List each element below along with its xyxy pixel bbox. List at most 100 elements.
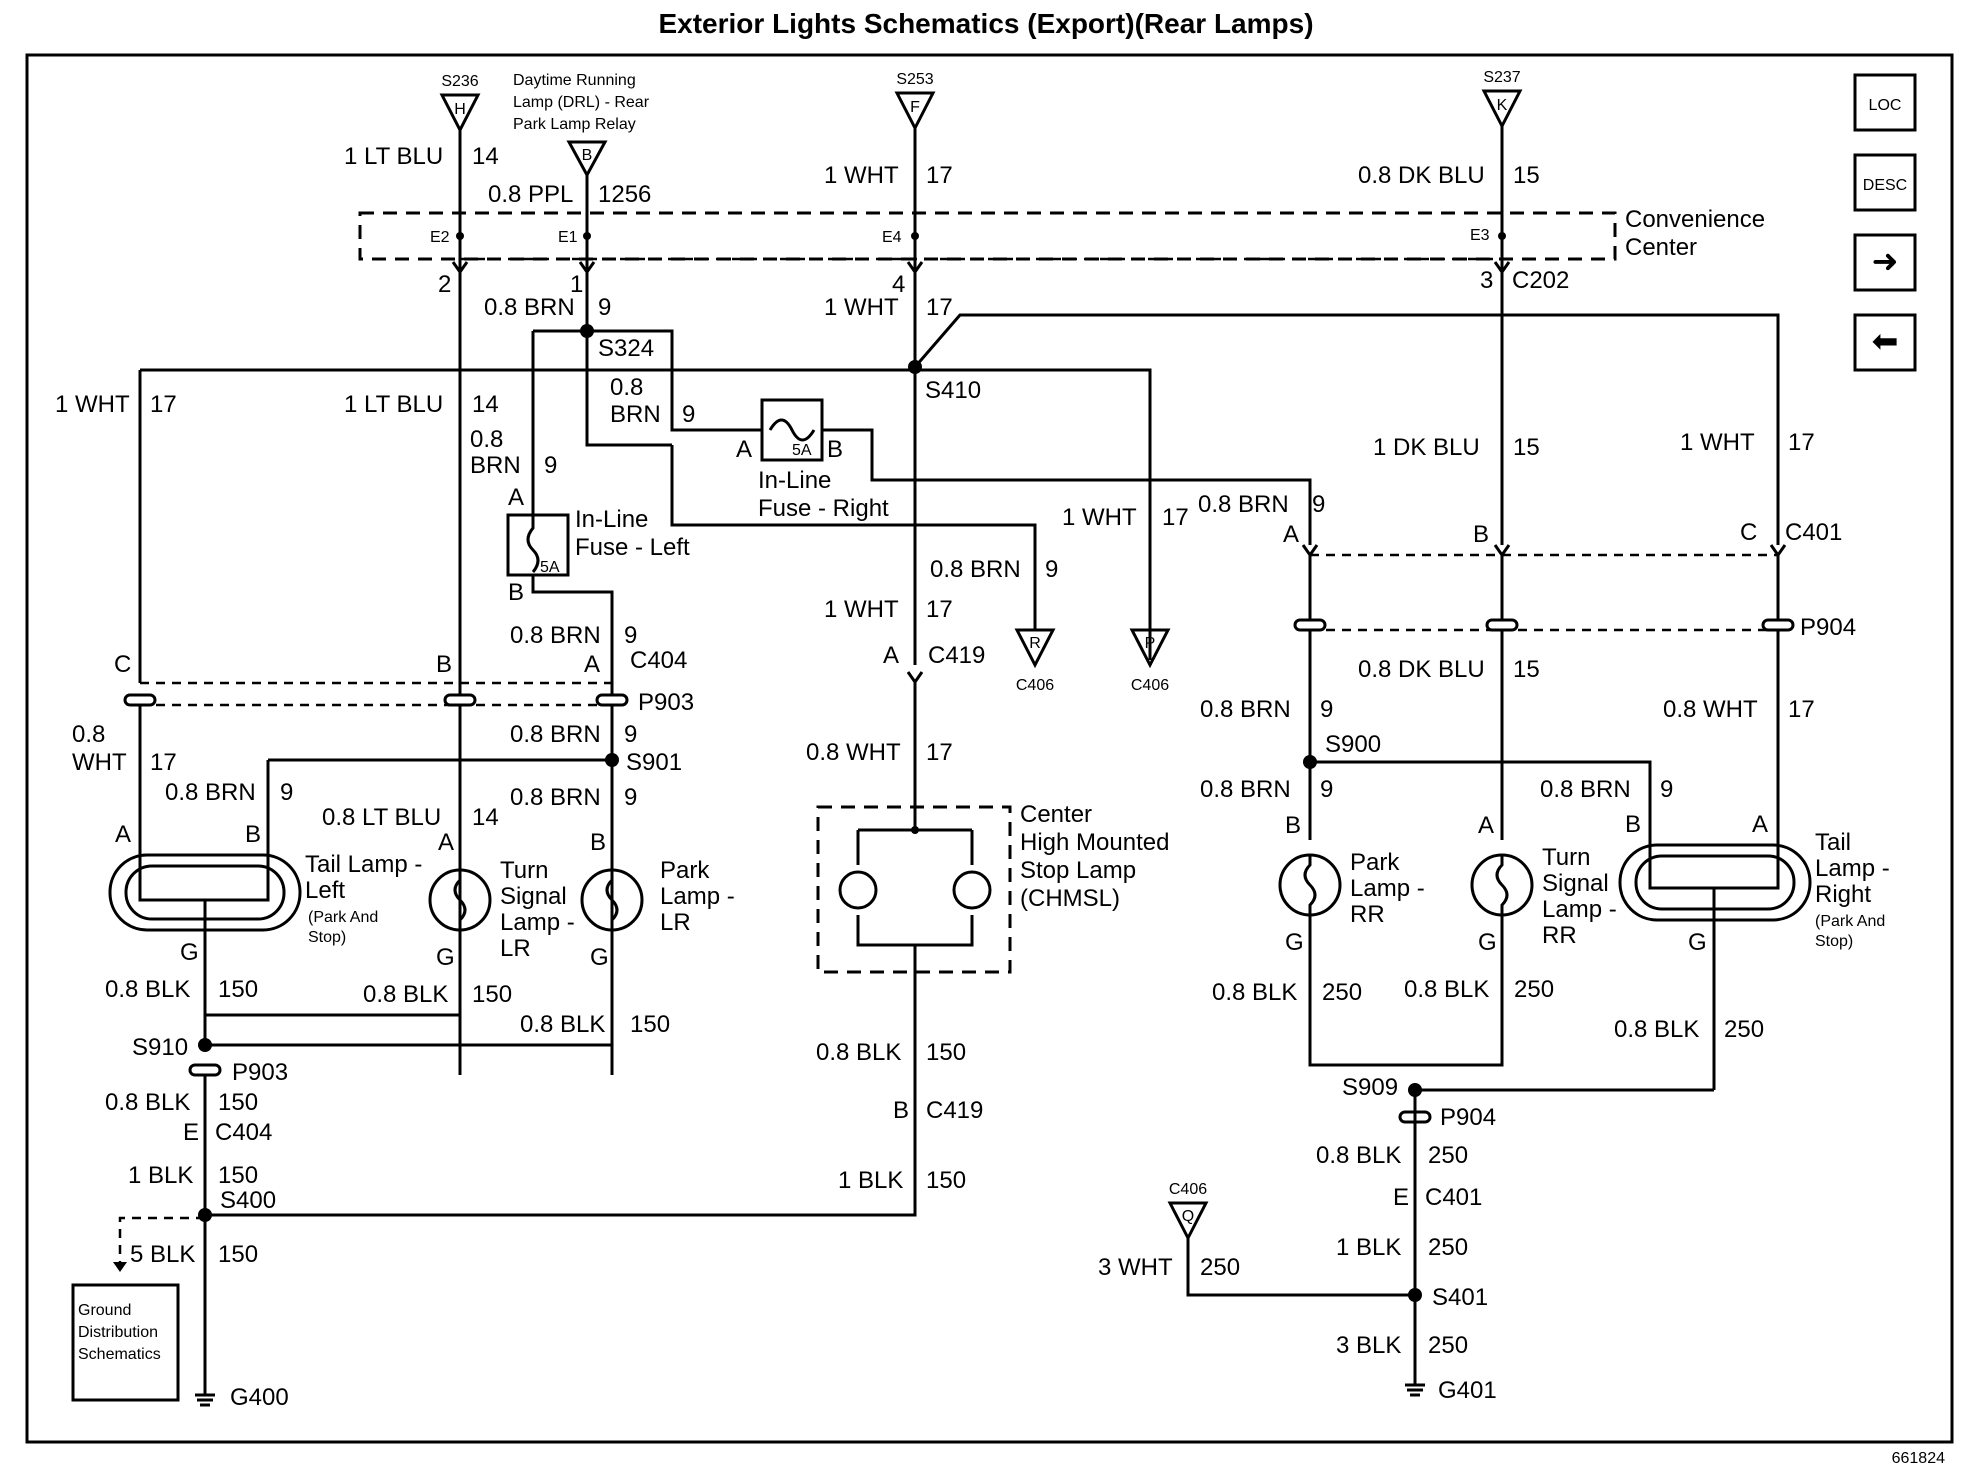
- svg-text:Q: Q: [1182, 1208, 1194, 1225]
- svg-text:Distribution: Distribution: [78, 1324, 158, 1341]
- svg-text:C419: C419: [928, 642, 985, 669]
- svg-text:A: A: [508, 484, 524, 511]
- svg-text:S901: S901: [626, 749, 682, 776]
- svg-text:1 LT BLU: 1 LT BLU: [344, 143, 443, 170]
- svg-text:9: 9: [624, 784, 637, 811]
- prev-page-button[interactable]: ⬅: [1853, 313, 1917, 372]
- svg-text:0.8: 0.8: [470, 426, 503, 453]
- svg-text:G400: G400: [230, 1384, 289, 1411]
- drl-relay-label-3: Park Lamp Relay: [513, 116, 636, 133]
- svg-text:0.8: 0.8: [610, 374, 643, 401]
- svg-text:9: 9: [1312, 491, 1325, 518]
- diagram-border: [25, 53, 1954, 1444]
- svg-text:9: 9: [544, 452, 557, 479]
- svg-text:250: 250: [1428, 1142, 1468, 1169]
- s236-label: S236: [441, 73, 478, 90]
- svg-text:WHT: WHT: [72, 749, 127, 776]
- svg-text:A: A: [584, 651, 600, 678]
- svg-text:1 BLK: 1 BLK: [1336, 1234, 1401, 1261]
- svg-text:0.8: 0.8: [72, 721, 105, 748]
- svg-text:G: G: [1478, 929, 1497, 956]
- svg-text:B: B: [245, 821, 261, 848]
- svg-text:3 WHT: 3 WHT: [1098, 1254, 1173, 1281]
- svg-text:F: F: [910, 99, 920, 116]
- p903-pin-a: [595, 693, 629, 707]
- g401-ground-icon: [1405, 1383, 1425, 1397]
- svg-text:B: B: [582, 147, 593, 164]
- svg-text:0.8 BLK: 0.8 BLK: [105, 1089, 190, 1116]
- svg-text:C406: C406: [1016, 677, 1054, 694]
- svg-text:17: 17: [1788, 696, 1815, 723]
- svg-text:S909: S909: [1342, 1074, 1398, 1101]
- svg-text:Turn: Turn: [500, 857, 548, 884]
- svg-text:A: A: [1283, 521, 1299, 548]
- svg-text:0.8 BLK: 0.8 BLK: [816, 1039, 901, 1066]
- svg-text:Tail: Tail: [1815, 829, 1851, 856]
- svg-text:150: 150: [218, 1241, 258, 1268]
- svg-text:150: 150: [926, 1039, 966, 1066]
- svg-text:G: G: [180, 939, 199, 966]
- svg-text:17: 17: [1162, 504, 1189, 531]
- svg-text:Stop): Stop): [308, 929, 346, 946]
- svg-text:9: 9: [624, 622, 637, 649]
- svg-text:Park: Park: [1350, 849, 1400, 876]
- s237-label: S237: [1483, 69, 1520, 86]
- svg-text:C406: C406: [1169, 1181, 1207, 1198]
- next-page-button[interactable]: ➜: [1853, 233, 1917, 292]
- svg-text:0.8 BLK: 0.8 BLK: [1212, 979, 1297, 1006]
- svg-text:G: G: [1688, 929, 1707, 956]
- svg-text:0.8 DK BLU: 0.8 DK BLU: [1358, 162, 1485, 189]
- svg-text:0.8 BRN: 0.8 BRN: [1200, 696, 1291, 723]
- svg-text:G: G: [590, 944, 609, 971]
- svg-text:0.8 BRN: 0.8 BRN: [165, 779, 256, 806]
- svg-text:C202: C202: [1512, 267, 1569, 294]
- svg-text:5A: 5A: [540, 559, 560, 576]
- svg-text:C419: C419: [926, 1097, 983, 1124]
- svg-text:E1: E1: [558, 229, 578, 246]
- svg-text:0.8 BRN: 0.8 BRN: [484, 294, 575, 321]
- svg-text:0.8 WHT: 0.8 WHT: [806, 739, 901, 766]
- svg-text:A: A: [883, 642, 899, 669]
- svg-text:150: 150: [472, 981, 512, 1008]
- svg-text:K: K: [1497, 97, 1508, 114]
- svg-text:0.8 PPL: 0.8 PPL: [488, 181, 573, 208]
- svg-text:Lamp -: Lamp -: [500, 909, 575, 936]
- svg-text:Left: Left: [305, 877, 345, 904]
- svg-text:0.8 BLK: 0.8 BLK: [1404, 976, 1489, 1003]
- svg-text:14: 14: [472, 143, 499, 170]
- svg-text:B: B: [1285, 812, 1301, 839]
- c406-r-triangle: [1014, 628, 1056, 669]
- loc-button[interactable]: LOC: [1853, 73, 1917, 132]
- svg-text:0.8 BRN: 0.8 BRN: [510, 721, 601, 748]
- desc-button[interactable]: DESC: [1853, 153, 1917, 212]
- svg-text:17: 17: [926, 739, 953, 766]
- s236-triangle: [439, 93, 481, 134]
- svg-text:Turn: Turn: [1542, 844, 1590, 871]
- ground-distribution-link[interactable]: Ground Distribution Schematics: [71, 1283, 180, 1402]
- svg-text:17: 17: [926, 596, 953, 623]
- svg-text:P903: P903: [232, 1059, 288, 1086]
- svg-text:Right: Right: [1815, 881, 1871, 908]
- drl-relay-label-2: Lamp (DRL) - Rear: [513, 94, 650, 111]
- svg-text:B: B: [827, 436, 843, 463]
- svg-text:1 LT BLU: 1 LT BLU: [344, 391, 443, 418]
- svg-text:17: 17: [1788, 429, 1815, 456]
- svg-text:0.8 BRN: 0.8 BRN: [1200, 776, 1291, 803]
- svg-text:High Mounted: High Mounted: [1020, 829, 1169, 856]
- arrow-right-icon: ➜: [1872, 243, 1899, 279]
- drl-relay-triangle: [566, 140, 608, 179]
- svg-text:3: 3: [1480, 267, 1493, 294]
- desc-label: DESC: [1863, 177, 1907, 194]
- s910-splice: [198, 1038, 212, 1052]
- svg-text:G401: G401: [1438, 1377, 1497, 1404]
- p904-pin-b: [1485, 618, 1519, 632]
- svg-text:Schematics: Schematics: [78, 1346, 161, 1363]
- svg-text:RR: RR: [1542, 922, 1577, 949]
- svg-text:(CHMSL): (CHMSL): [1020, 885, 1120, 912]
- svg-text:S324: S324: [598, 335, 654, 362]
- svg-text:A: A: [736, 436, 752, 463]
- p903-pin-g: [188, 1063, 222, 1077]
- svg-text:2: 2: [438, 271, 451, 298]
- svg-text:P904: P904: [1440, 1104, 1496, 1131]
- svg-text:5A: 5A: [792, 442, 812, 459]
